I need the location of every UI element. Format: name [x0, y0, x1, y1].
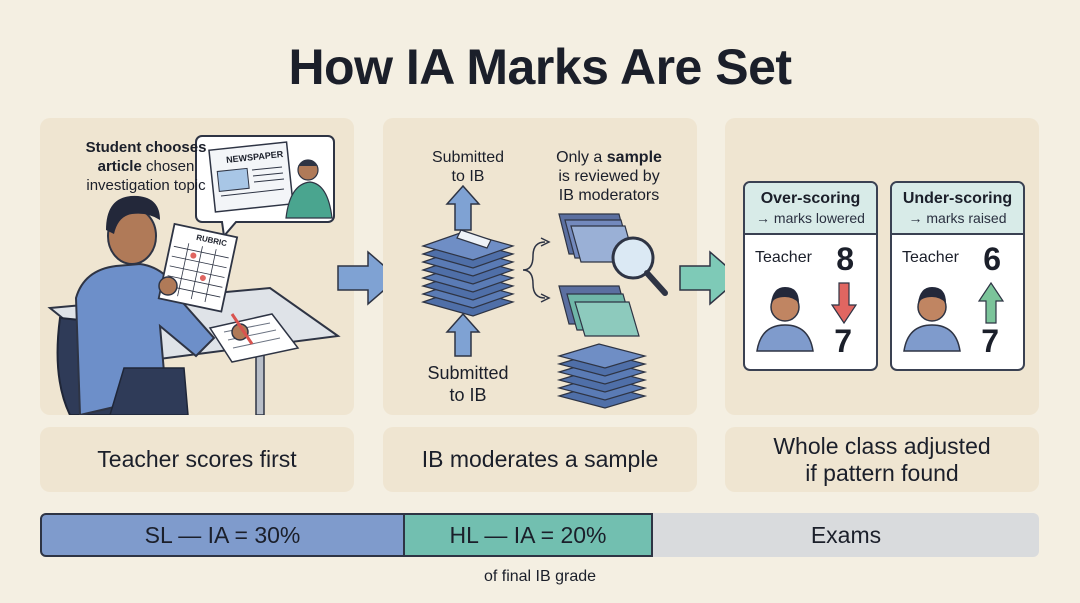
student-scene-illustration	[47, 135, 341, 415]
up-arrow-icon	[977, 281, 1005, 324]
topic-line-3: investigation topic	[86, 177, 206, 194]
submission-stack-illustration	[421, 184, 668, 409]
under-scoring-card: Under-scoring → marks raised Teacher 6 7	[890, 181, 1025, 371]
sample-review-label: Only a sample is reviewed by IB moderato…	[556, 149, 662, 204]
under-teacher-label: Teacher	[902, 249, 959, 266]
over-teacher-score: 8	[836, 241, 854, 277]
caption-3-line-1: Whole class adjusted	[773, 432, 991, 459]
topic-line-1: Student chooses	[85, 139, 207, 156]
over-scoring-title: Over-scoring	[760, 190, 861, 207]
hl-ia-segment: HL — IA = 20%	[405, 513, 653, 557]
grade-footnote: of final IB grade	[483, 568, 597, 585]
caption-teacher-scores: Teacher scores first	[40, 427, 354, 492]
grade-weight-bar: SL — IA = 30% HL — IA = 20% Exams	[40, 513, 1039, 557]
under-scoring-title: Under-scoring	[902, 190, 1013, 207]
caption-1-text: Teacher scores first	[97, 446, 297, 472]
exams-segment: Exams	[653, 513, 1039, 557]
sl-ia-segment: SL — IA = 30%	[40, 513, 405, 557]
teacher-avatar-icon	[756, 287, 814, 352]
panel-teacher-scores: NEWSPAPER RUBRIC Student chooses article…	[40, 118, 354, 415]
over-final-score: 7	[834, 323, 852, 359]
under-teacher-score: 6	[983, 241, 1001, 277]
caption-class-adjusted: Whole class adjusted if pattern found	[725, 427, 1039, 492]
teacher-avatar-icon	[903, 287, 961, 352]
exams-label: Exams	[810, 521, 882, 548]
under-scoring-header: Under-scoring → marks raised	[892, 183, 1023, 235]
topic-line-2: article chosen	[97, 158, 195, 175]
down-arrow-icon	[830, 282, 858, 325]
caption-2-text: IB moderates a sample	[421, 446, 659, 472]
caption-ib-moderates: IB moderates a sample	[383, 427, 697, 492]
over-scoring-card: Over-scoring → marks lowered Teacher 8 7	[743, 181, 878, 371]
over-scoring-subtitle: → marks lowered	[756, 210, 865, 226]
caption-3-line-2: if pattern found	[805, 459, 959, 486]
over-teacher-label: Teacher	[755, 249, 812, 266]
page-title: How IA Marks Are Set	[288, 39, 792, 95]
under-scoring-subtitle: → marks raised	[908, 210, 1007, 226]
topic-choice-text: Student chooses article chosen investiga…	[56, 138, 236, 195]
under-final-score: 7	[981, 323, 999, 359]
sl-ia-label: SL — IA = 30%	[144, 521, 301, 548]
hl-ia-label: HL — IA = 20%	[449, 521, 607, 548]
over-scoring-header: Over-scoring → marks lowered	[745, 183, 876, 235]
